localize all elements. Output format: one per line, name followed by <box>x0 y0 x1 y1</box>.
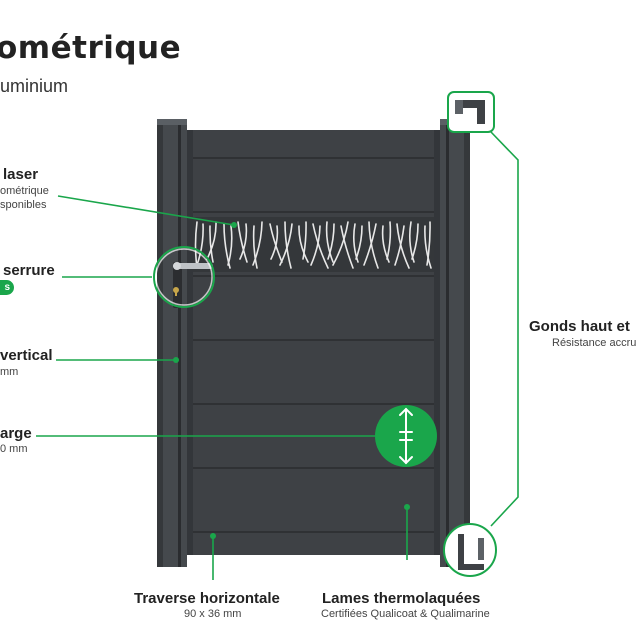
laser-stroke <box>310 225 321 266</box>
left-post-edge <box>157 119 163 567</box>
slat-lines <box>193 157 434 533</box>
traverse-label-title: Traverse horizontale <box>134 590 280 607</box>
laser-pattern <box>194 221 432 269</box>
laser-stroke <box>227 225 233 266</box>
laser-stroke <box>355 225 363 260</box>
gate-body <box>187 130 440 555</box>
door-handle-icon <box>173 262 213 308</box>
laser-stroke <box>332 221 349 266</box>
laser-stroke <box>386 221 392 260</box>
callout-dots <box>173 222 410 539</box>
callout-lines <box>36 131 519 580</box>
laser-stroke <box>223 223 231 269</box>
laser-label-line2: sponibles <box>0 199 47 211</box>
laser-stroke <box>196 223 204 266</box>
laser-stroke <box>352 223 359 263</box>
handle-highlight-ring <box>155 248 213 306</box>
laser-stroke <box>252 225 258 269</box>
serrure-label-title: serrure <box>3 262 55 279</box>
laser-stroke <box>206 221 217 260</box>
laser-stroke <box>327 223 335 260</box>
double-arrow-icon <box>399 407 413 465</box>
vertical-label-title: vertical <box>0 347 53 364</box>
laser-stroke <box>312 223 329 269</box>
laser-stroke <box>340 225 354 269</box>
laser-stroke <box>426 221 431 266</box>
laser-stroke <box>270 225 279 260</box>
left-post-groove <box>178 119 181 567</box>
laser-stroke <box>302 221 307 260</box>
right-post-edge <box>464 119 470 567</box>
largeur-label-title: arge <box>0 425 32 442</box>
handle-highlight-circle <box>153 246 215 308</box>
gate-frame-right <box>434 130 440 555</box>
laser-stroke <box>411 223 419 260</box>
laser-stroke <box>209 225 214 263</box>
traverse-label-sub: 90 x 36 mm <box>184 608 242 620</box>
laser-stroke <box>279 223 293 266</box>
laser-stroke <box>424 225 432 269</box>
lames-label-sub: Certifiées Qualicoat & Qualimarine <box>321 608 490 620</box>
left-post-cap <box>157 119 187 125</box>
page-subtitle: uminium <box>0 76 69 96</box>
gonds-label-sub: Résistance accru <box>552 337 637 349</box>
laser-stroke <box>284 221 292 269</box>
hinge-icon-bottom <box>443 523 497 577</box>
page-title: ométrique <box>0 30 182 66</box>
laser-stroke <box>298 225 309 263</box>
laser-stroke <box>408 221 415 263</box>
laser-stroke <box>237 221 248 263</box>
gonds-label-title: Gonds haut et <box>529 318 630 335</box>
laser-stroke <box>363 223 377 266</box>
vertical-label-sub: mm <box>0 366 19 378</box>
largeur-label-sub: 0 mm <box>0 443 28 455</box>
laser-stroke <box>252 221 263 266</box>
laser-stroke <box>394 225 405 266</box>
laser-label-line1: ométrique <box>0 185 49 197</box>
hinge-icon-top <box>447 91 495 133</box>
laser-label-title: laser <box>3 166 39 183</box>
laser-stroke <box>269 223 283 263</box>
right-post-groove <box>446 119 449 567</box>
serrure-badge: s <box>0 280 14 295</box>
lames-label-title: Lames thermolaquées <box>322 590 481 607</box>
gate-frame-left <box>187 130 193 555</box>
laser-stroke <box>239 223 248 260</box>
laser-stroke <box>325 221 334 263</box>
